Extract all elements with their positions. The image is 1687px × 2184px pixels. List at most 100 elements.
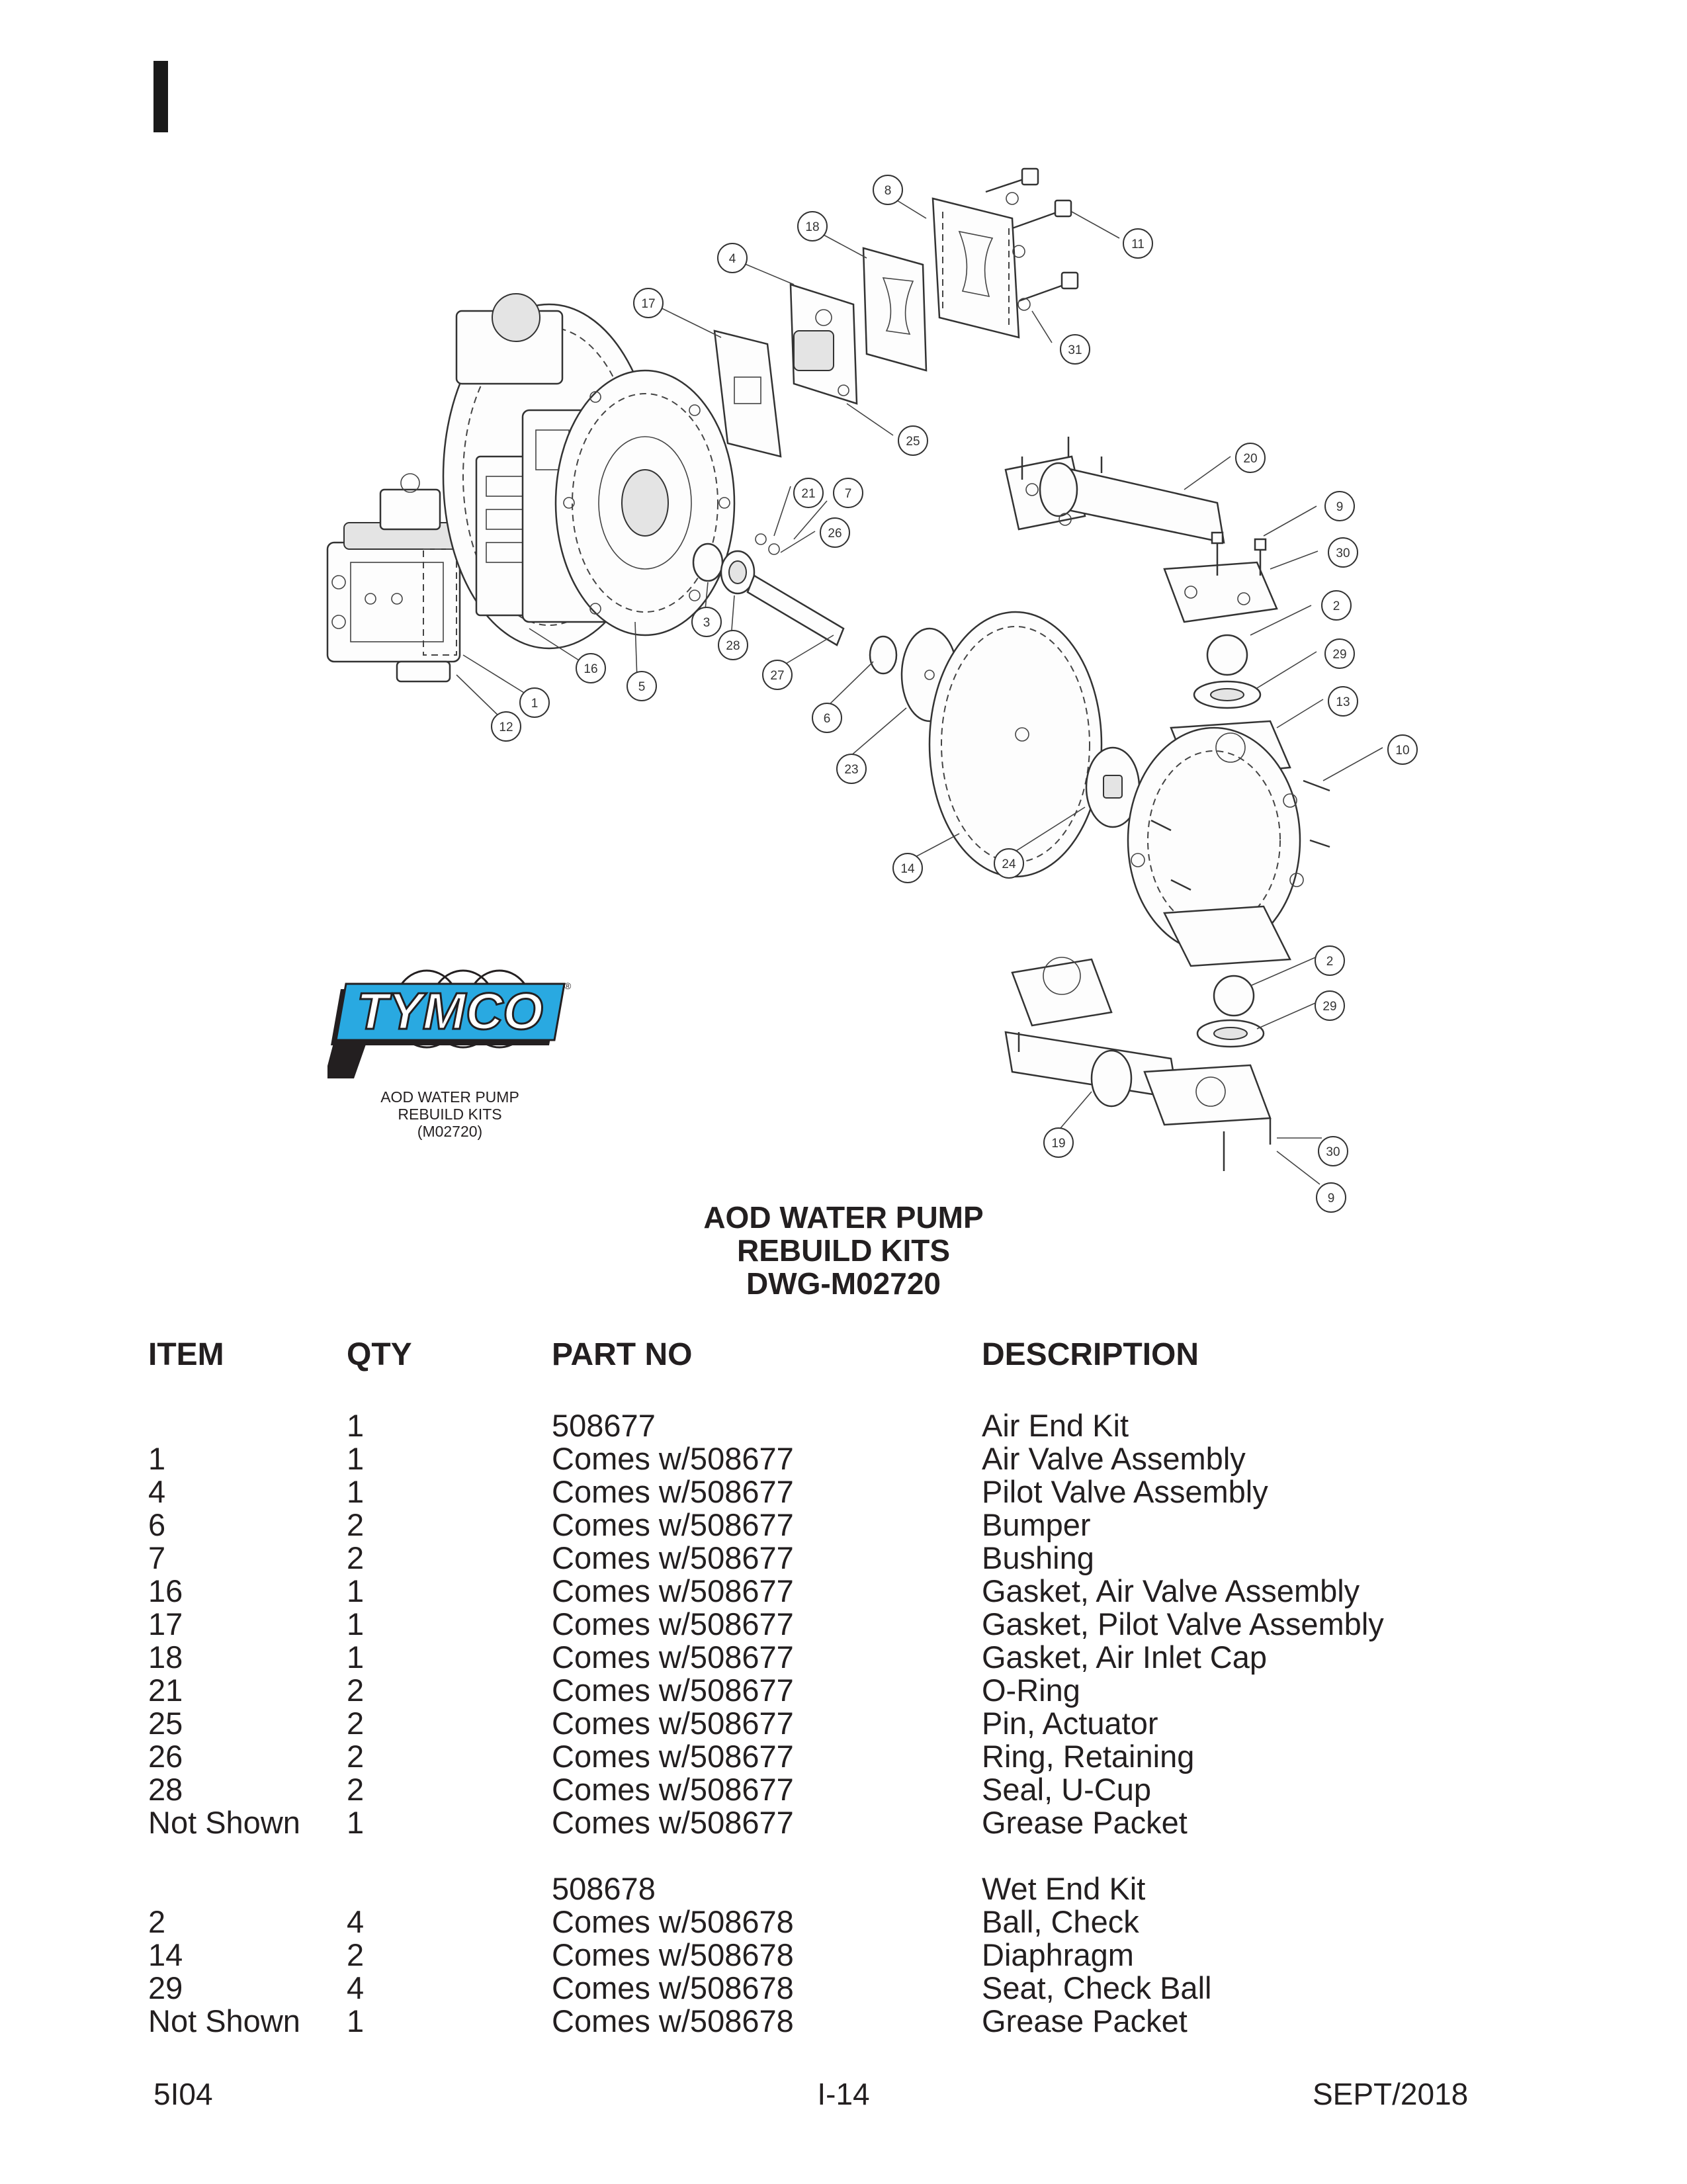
cell-description: Pin, Actuator	[982, 1706, 1158, 1741]
air-valve-assembly-drawing	[326, 473, 464, 683]
callout-number: 21	[801, 487, 815, 501]
logo-caption-line: REBUILD KITS	[398, 1106, 502, 1123]
callout-number: 16	[584, 662, 597, 676]
cell-item: 16	[148, 1573, 183, 1608]
callout-number: 19	[1051, 1137, 1065, 1151]
callout-bubble: 6	[812, 703, 842, 733]
footer-page-number: I-14	[817, 2077, 870, 2111]
bolts-drawing	[985, 167, 1079, 311]
cell-part-no: Comes w/508677	[552, 1639, 794, 1675]
footer-date: SEPT/2018	[1313, 2077, 1469, 2111]
callout-bubble: 23	[836, 754, 867, 784]
cell-item: 29	[148, 1970, 183, 2005]
cell-description: Bumper	[982, 1507, 1091, 1542]
cell-item: 4	[148, 1474, 166, 1509]
cell-description: Grease Packet	[982, 2003, 1188, 2038]
cell-description: Air End Kit	[982, 1408, 1129, 1443]
header-description: DESCRIPTION	[982, 1337, 1199, 1372]
cell-qty: 1	[347, 1606, 365, 1641]
callout-bubble: 24	[994, 848, 1024, 879]
cell-item: 25	[148, 1706, 183, 1741]
cell-part-no: Comes w/508677	[552, 1706, 794, 1741]
cell-qty: 1	[347, 1573, 365, 1608]
cell-item: 14	[148, 1937, 183, 1972]
callout-number: 3	[703, 616, 711, 630]
callout-number: 9	[1336, 500, 1344, 514]
callout-bubble: 20	[1235, 443, 1266, 473]
cell-qty: 1	[347, 1408, 365, 1443]
cell-item: 2	[148, 1904, 166, 1939]
cell-description: Ball, Check	[982, 1904, 1139, 1939]
cell-qty: 1	[347, 1805, 365, 1840]
cell-description: Diaphragm	[982, 1937, 1134, 1972]
cell-qty: 2	[347, 1739, 365, 1774]
cell-item: 26	[148, 1739, 183, 1774]
logo-brand: TYMCO	[357, 982, 543, 1040]
header-qty: QTY	[347, 1337, 412, 1372]
cell-description: Wet End Kit	[982, 1871, 1146, 1906]
cell-description: Bushing	[982, 1540, 1094, 1575]
cell-description: Seal, U-Cup	[982, 1772, 1151, 1807]
cell-qty: 4	[347, 1904, 365, 1939]
cell-part-no: 508677	[552, 1408, 656, 1443]
cell-description: Seat, Check Ball	[982, 1970, 1212, 2005]
callout-bubble: 2	[1321, 590, 1352, 621]
callout-bubble: 29	[1315, 990, 1345, 1021]
cell-part-no: Comes w/508677	[552, 1805, 794, 1840]
callout-bubble: 26	[820, 517, 850, 548]
callout-bubble: 16	[576, 653, 606, 683]
cell-part-no: Comes w/508677	[552, 1540, 794, 1575]
cell-qty: 2	[347, 1937, 365, 1972]
callout-bubble: 7	[833, 478, 863, 508]
top-manifold-drawing	[1004, 437, 1278, 623]
cell-qty: 2	[347, 1673, 365, 1708]
callout-number: 30	[1326, 1145, 1340, 1159]
callout-bubble: 14	[892, 853, 923, 883]
callout-number: 11	[1131, 238, 1145, 251]
callout-number: 7	[845, 487, 852, 501]
callout-bubble: 30	[1318, 1136, 1348, 1166]
cell-part-no: Comes w/508677	[552, 1573, 794, 1608]
callout-bubble: 31	[1060, 334, 1090, 365]
cell-qty: 4	[347, 1970, 365, 2005]
callout-number: 4	[729, 252, 736, 266]
callout-number: 26	[828, 527, 842, 541]
callout-bubble: 30	[1328, 537, 1358, 568]
callout-number: 27	[770, 669, 784, 683]
cell-qty: 1	[347, 1639, 365, 1675]
page-title: AOD WATER PUMP REBUILD KITS DWG-M02720	[0, 1201, 1687, 1300]
callout-number: 2	[1326, 955, 1334, 969]
cell-description: Air Valve Assembly	[982, 1441, 1246, 1476]
callout-bubble: 11	[1123, 228, 1153, 259]
callout-bubble: 3	[691, 607, 722, 637]
cell-part-no: Comes w/508677	[552, 1507, 794, 1542]
logo-caption-line: AOD WATER PUMP	[380, 1088, 519, 1106]
callout-bubble: 13	[1328, 686, 1358, 717]
callout-bubble: 19	[1043, 1127, 1074, 1158]
callout-bubble: 28	[718, 630, 748, 660]
cell-part-no: Comes w/508677	[552, 1739, 794, 1774]
callout-number: 6	[824, 712, 831, 726]
outer-chamber-drawing	[1127, 720, 1330, 967]
callout-bubble: 10	[1387, 734, 1418, 765]
cell-part-no: Comes w/508678	[552, 2003, 794, 2038]
callout-bubble: 27	[762, 660, 793, 690]
upper-check-ball-drawing	[1193, 634, 1262, 709]
exploded-pump-diagram: 8184171131252021726930229131032827165112…	[326, 167, 1418, 1213]
callout-number: 5	[638, 680, 646, 694]
callout-number: 17	[641, 297, 655, 311]
callout-bubble: 8	[873, 175, 903, 205]
cell-item: Not Shown	[148, 2003, 300, 2038]
